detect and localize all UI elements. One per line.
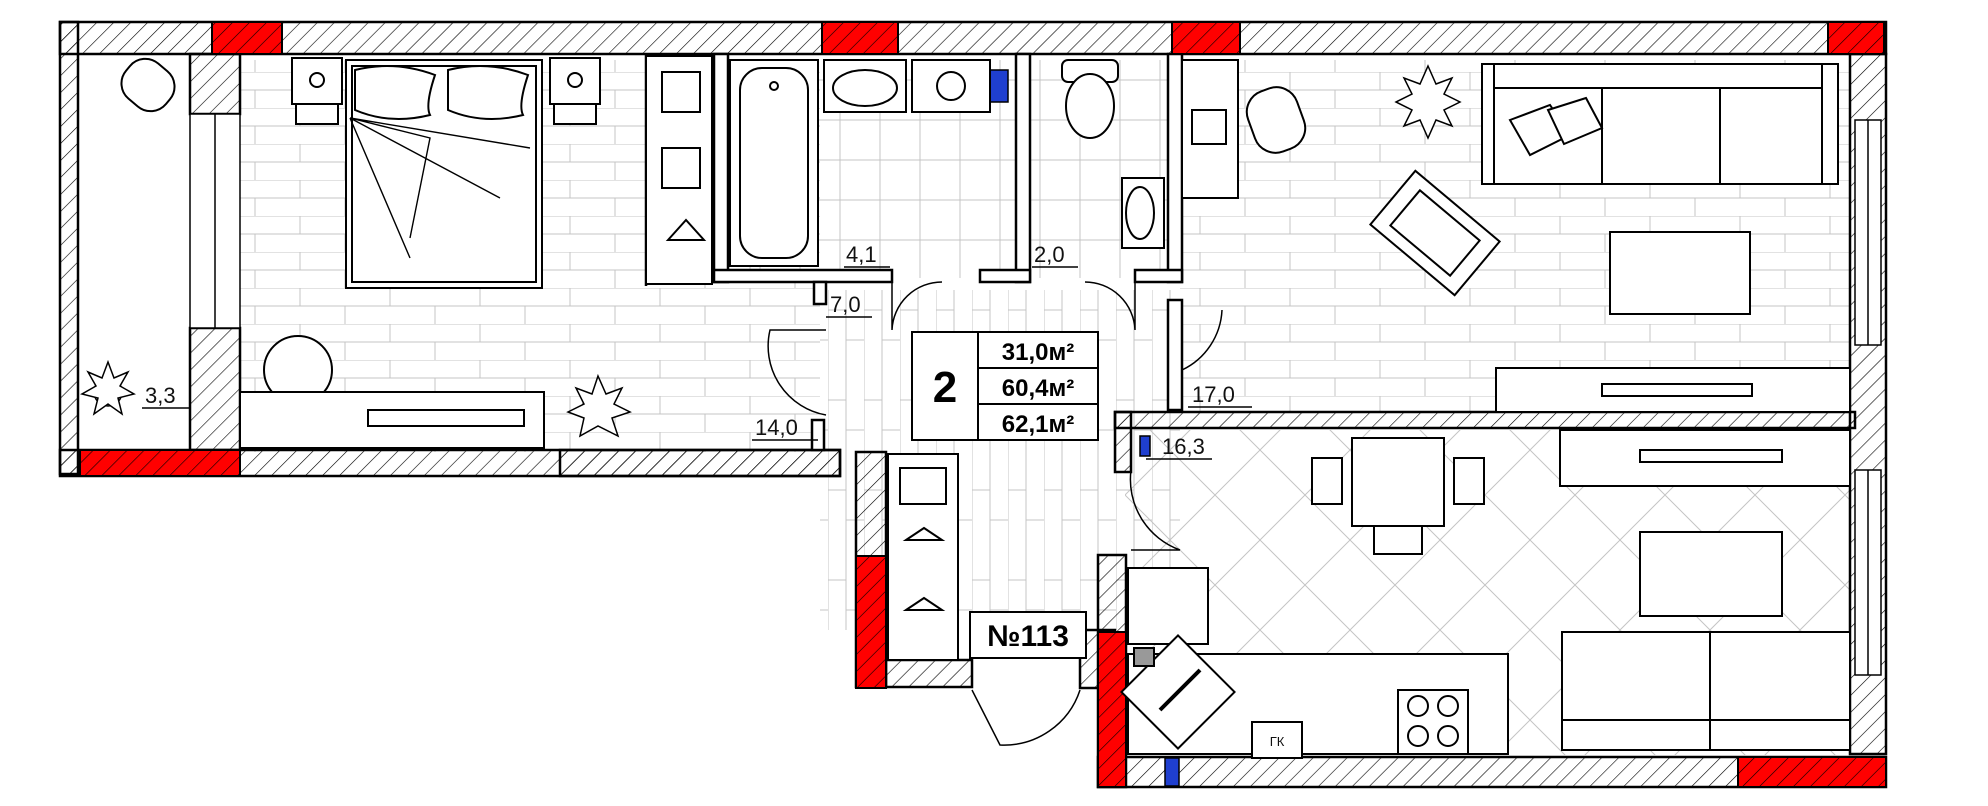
sofa: [1481, 63, 1839, 185]
doors: [767, 281, 1223, 746]
kitchen-area: 16,3: [1162, 434, 1205, 459]
apartment-number: №113: [987, 620, 1069, 653]
bedroom-area: 14,0: [755, 415, 798, 440]
balcony-chair: [120, 57, 176, 113]
windows: [189, 69, 1882, 787]
coffee-table: [1609, 231, 1751, 315]
area-living: 31,0м²: [1002, 339, 1074, 366]
living-plant-icon: [1394, 64, 1462, 140]
dining-table: [1311, 437, 1485, 555]
living-chair: [1245, 86, 1307, 154]
area-total-with-balcony: 62,1м²: [1002, 411, 1074, 438]
room-labels: 3,3 14,0 4,1 2,0 7,0 17,0 16,3: [142, 242, 1252, 460]
balcony-plant-icon: [80, 359, 136, 416]
balcony-area: 3,3: [145, 383, 176, 408]
toilet-area: 2,0: [1034, 242, 1065, 267]
washing-machine: [911, 59, 991, 113]
area-info-box: [911, 331, 1099, 441]
bedroom-bed: [345, 59, 543, 289]
kitchen-sofa: [1561, 631, 1851, 751]
living-room-area: 17,0: [1192, 382, 1235, 407]
bathroom-sink: [823, 59, 907, 113]
wardrobe: [645, 55, 713, 285]
gas-boiler-label: ГК: [1270, 734, 1285, 749]
bathroom-area: 4,1: [846, 242, 877, 267]
kitchen-console: [1559, 429, 1851, 487]
tv-stand: [1181, 59, 1239, 199]
kitchen-table: [1639, 531, 1783, 617]
gas-boiler: [1251, 721, 1303, 759]
armchair: [1368, 169, 1502, 297]
bearing-walls: [79, 21, 1887, 788]
bathtub: [729, 59, 819, 267]
bedroom-plant-icon: [566, 373, 632, 438]
bedroom-desk: [239, 391, 545, 449]
toilet-sink: [1121, 177, 1165, 249]
tv-console: [1495, 367, 1851, 413]
nightstands: [291, 57, 601, 125]
area-total: 60,4м²: [1002, 375, 1074, 402]
rooms-count: 2: [933, 363, 957, 412]
stove: [1397, 689, 1469, 755]
hallway-wardrobe: [887, 453, 959, 661]
apartment-number-box: [969, 611, 1087, 659]
hallway-area: 7,0: [830, 292, 861, 317]
toilet: [1061, 59, 1119, 139]
